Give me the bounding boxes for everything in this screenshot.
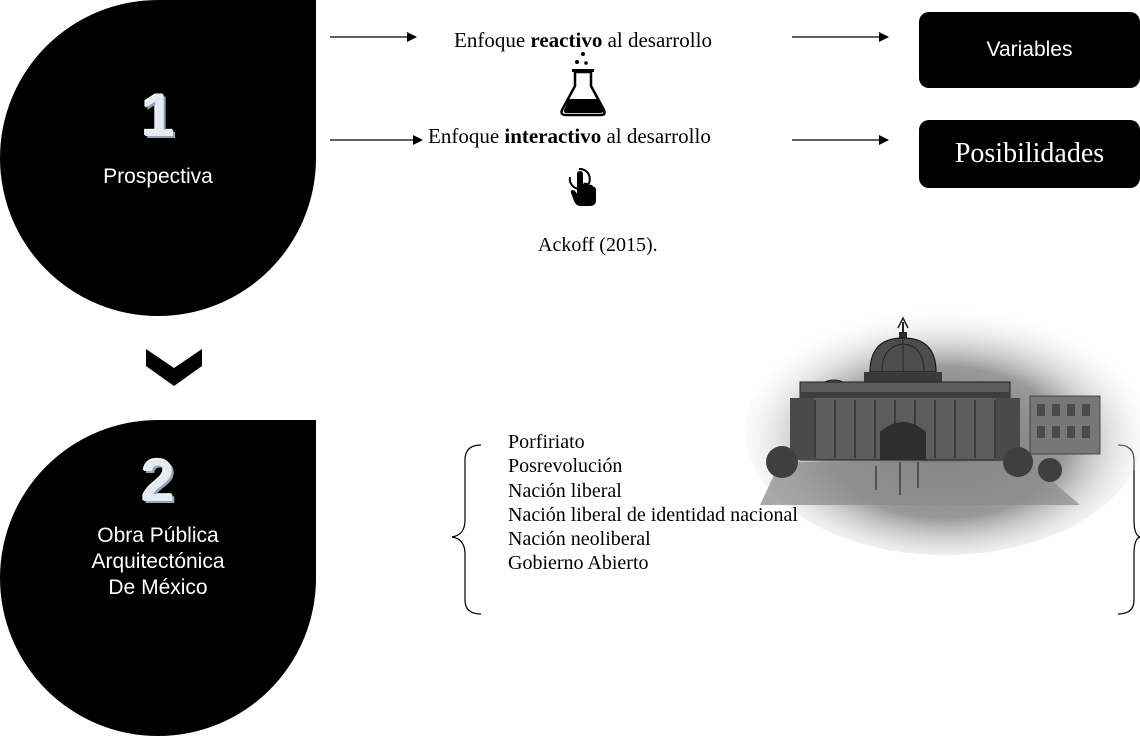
citation: Ackoff (2015). (538, 234, 658, 256)
posibilidades-label: Posibilidades (954, 138, 1105, 169)
step-1-shape: 1 Prospectiva (0, 0, 316, 316)
interactive-suffix: al desarrollo (601, 124, 711, 148)
eras-list: Porfiriato Posrevolución Nación liberal … (508, 430, 798, 576)
flask-icon (560, 52, 606, 117)
list-item: Nación liberal de identidad nacional (508, 503, 798, 526)
variables-box: Variables (919, 12, 1140, 88)
step-1-number: 1 (141, 82, 175, 149)
posibilidades-box: Posibilidades (919, 120, 1140, 188)
connectors-layer (146, 32, 1140, 615)
interactive-keyword: interactivo (504, 124, 602, 148)
reactive-approach-text: Enfoque reactivo al desarrollo (454, 28, 712, 53)
interactive-approach-text: Enfoque interactivo al desarrollo (428, 124, 711, 149)
pointer-hand-icon (568, 167, 596, 206)
chevron-down-icon (146, 349, 202, 386)
step-2-label: Obra Pública Arquitectónica De México (91, 524, 225, 599)
reactive-prefix: Enfoque (454, 28, 531, 52)
palacio-bellas-artes-illustration (745, 305, 1140, 555)
reactive-suffix: al desarrollo (602, 28, 712, 52)
list-item: Posrevolución (508, 455, 623, 478)
reactive-keyword: reactivo (530, 28, 603, 52)
interactive-prefix: Enfoque (428, 124, 505, 148)
step-2-number: 2 (141, 447, 175, 514)
variables-label: Variables (986, 38, 1073, 61)
list-item: Nación neoliberal (508, 528, 651, 551)
step-1-label: Prospectiva (103, 165, 213, 188)
list-item: Gobierno Abierto (508, 552, 649, 575)
left-brace (451, 444, 482, 615)
list-item: Porfiriato (508, 431, 585, 453)
step-2-shape: 2 Obra Pública Arquitectónica De México (0, 420, 316, 736)
list-item: Nación liberal (508, 479, 622, 502)
